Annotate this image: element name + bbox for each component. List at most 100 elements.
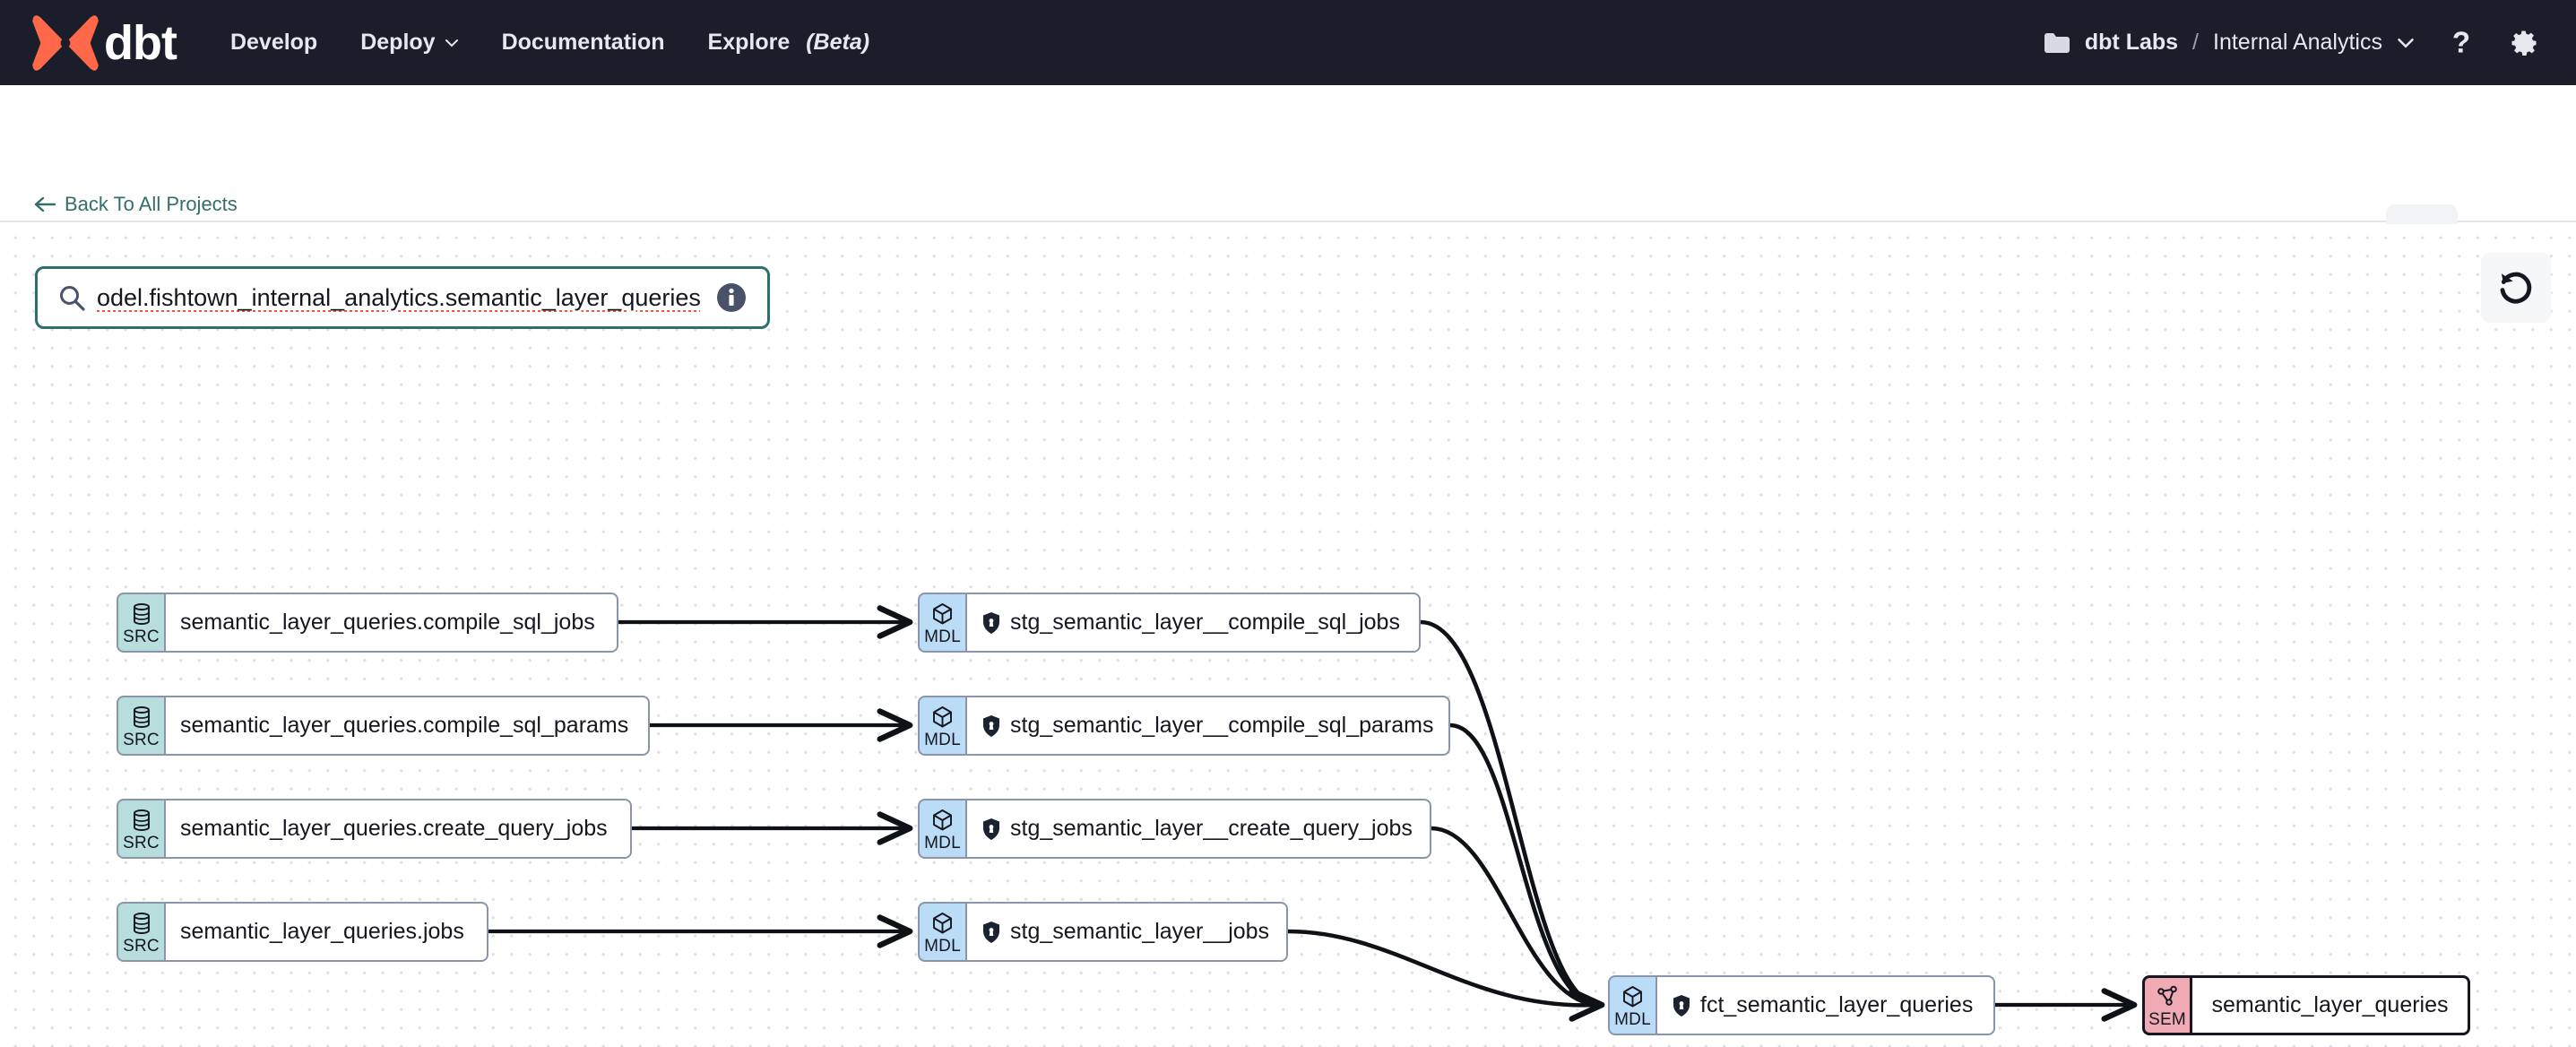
- graph-search-box[interactable]: odel.fishtown_internal_analytics.semanti…: [35, 266, 770, 329]
- lineage-node-mdl-stg-compile-sql-jobs[interactable]: MDL stg_semantic_layer__compile_sql_jobs: [918, 593, 1421, 653]
- node-type-code: MDL: [924, 627, 961, 646]
- database-cylinder-icon: [130, 601, 153, 627]
- lineage-node-src-compile-sql-jobs[interactable]: SRC semantic_layer_queries.compile_sql_j…: [117, 593, 618, 653]
- database-cylinder-icon: [130, 807, 153, 834]
- back-to-all-projects-link[interactable]: Back To All Projects: [34, 193, 238, 216]
- question-mark-icon[interactable]: ?: [2445, 27, 2477, 59]
- lineage-node-mdl-stg-create-query-jobs[interactable]: MDL stg_semantic_layer__create_query_job…: [918, 799, 1431, 859]
- page-subheader: Back To All Projects Internal Analytics: [0, 85, 2576, 276]
- node-body: stg_semantic_layer__jobs: [965, 902, 1288, 962]
- private-shield-icon: [983, 714, 999, 737]
- node-body: semantic_layer_queries.jobs: [164, 902, 488, 962]
- primary-nav: Develop Deploy Documentation Explore (Be…: [230, 30, 869, 56]
- node-body: semantic_layer_queries.compile_sql_jobs: [164, 593, 618, 653]
- node-type-code: SRC: [123, 833, 160, 852]
- node-label: stg_semantic_layer__create_query_jobs: [1010, 816, 1413, 841]
- node-type-badge-mdl: MDL: [1608, 975, 1655, 1035]
- nav-item-documentation[interactable]: Documentation: [502, 30, 665, 56]
- node-type-badge-src: SRC: [117, 902, 164, 962]
- nav-label-explore: Explore: [707, 30, 791, 55]
- dbt-logo-icon: [32, 14, 99, 71]
- svg-text:?: ?: [2452, 27, 2470, 59]
- lineage-node-src-jobs[interactable]: SRC semantic_layer_queries.jobs: [117, 902, 488, 962]
- nav-right-cluster: dbt Labs / Internal Analytics ?: [2044, 27, 2540, 59]
- breadcrumb-project[interactable]: Internal Analytics: [2213, 30, 2382, 55]
- lineage-node-src-create-query-jobs[interactable]: SRC semantic_layer_queries.create_query_…: [117, 799, 632, 859]
- cube-icon: [930, 807, 955, 834]
- private-shield-icon: [983, 611, 999, 634]
- node-label: semantic_layer_queries: [2211, 992, 2449, 1017]
- node-body: stg_semantic_layer__create_query_jobs: [965, 799, 1431, 859]
- reset-view-button[interactable]: [2481, 253, 2551, 323]
- node-label: semantic_layer_queries.create_query_jobs: [180, 816, 608, 841]
- node-label: semantic_layer_queries.compile_sql_jobs: [180, 610, 595, 635]
- info-icon[interactable]: [715, 281, 748, 314]
- search-icon: [60, 286, 85, 311]
- nav-label-explore-beta: (Beta): [806, 30, 870, 55]
- node-body: stg_semantic_layer__compile_sql_jobs: [965, 593, 1421, 653]
- gear-icon[interactable]: [2508, 27, 2540, 59]
- search-input[interactable]: odel.fishtown_internal_analytics.semanti…: [97, 284, 706, 312]
- back-link-label: Back To All Projects: [65, 193, 238, 215]
- folder-icon: [2044, 32, 2070, 53]
- arrow-left-icon: [34, 196, 56, 212]
- node-type-code: MDL: [924, 936, 961, 956]
- node-label: stg_semantic_layer__compile_sql_params: [1010, 713, 1434, 738]
- semantic-graph-icon: [2156, 983, 2180, 1010]
- node-label: stg_semantic_layer__compile_sql_jobs: [1010, 610, 1400, 635]
- node-type-badge-src: SRC: [117, 799, 164, 859]
- dbt-logo-text: dbt: [104, 15, 177, 70]
- node-type-code: SRC: [123, 627, 160, 646]
- node-type-badge-src: SRC: [117, 696, 164, 756]
- node-type-code: SRC: [123, 936, 160, 956]
- node-type-code: SRC: [123, 730, 160, 749]
- lineage-node-sem-semantic-layer-queries[interactable]: SEM semantic_layer_queries: [2142, 975, 2470, 1035]
- chevron-down-icon[interactable]: [2397, 34, 2415, 52]
- nav-item-deploy[interactable]: Deploy: [360, 30, 458, 56]
- breadcrumb-org[interactable]: dbt Labs: [2084, 30, 2179, 55]
- nav-item-explore[interactable]: Explore (Beta): [708, 30, 870, 56]
- node-type-code: MDL: [924, 730, 961, 749]
- node-type-badge-mdl: MDL: [918, 902, 965, 962]
- lineage-node-mdl-stg-jobs[interactable]: MDL stg_semantic_layer__jobs: [918, 902, 1288, 962]
- node-body: semantic_layer_queries.compile_sql_param…: [164, 696, 650, 756]
- node-type-badge-src: SRC: [117, 593, 164, 653]
- node-type-code: SEM: [2148, 1009, 2186, 1029]
- lineage-nodes: SRC semantic_layer_queries.compile_sql_j…: [0, 224, 2576, 1047]
- node-type-code: MDL: [924, 833, 961, 852]
- private-shield-icon: [983, 818, 999, 840]
- dbt-logo[interactable]: dbt: [30, 13, 177, 73]
- top-navigation-bar: dbt Develop Deploy Documentation Explore…: [0, 0, 2576, 85]
- private-shield-icon: [983, 921, 999, 943]
- nav-label-documentation: Documentation: [501, 30, 665, 55]
- nav-label-deploy: Deploy: [360, 30, 436, 55]
- node-body: stg_semantic_layer__compile_sql_params: [965, 696, 1450, 756]
- node-type-code: MDL: [1614, 1009, 1651, 1029]
- breadcrumb: dbt Labs / Internal Analytics: [2044, 30, 2415, 56]
- reset-rotate-ccw-icon: [2500, 272, 2532, 304]
- lineage-node-mdl-fct-semantic-layer-queries[interactable]: MDL fct_semantic_layer_queries: [1608, 975, 1995, 1035]
- lineage-canvas[interactable]: SRC semantic_layer_queries.compile_sql_j…: [0, 224, 2576, 1047]
- node-body: semantic_layer_queries: [2190, 975, 2470, 1035]
- node-type-badge-mdl: MDL: [918, 799, 965, 859]
- database-cylinder-icon: [130, 910, 153, 937]
- private-shield-icon: [1673, 994, 1690, 1017]
- lineage-node-mdl-stg-compile-sql-params[interactable]: MDL stg_semantic_layer__compile_sql_para…: [918, 696, 1450, 756]
- node-label: semantic_layer_queries.compile_sql_param…: [180, 713, 629, 738]
- node-body: fct_semantic_layer_queries: [1655, 975, 1995, 1035]
- node-type-badge-sem: SEM: [2142, 975, 2190, 1035]
- nav-item-develop[interactable]: Develop: [230, 30, 317, 56]
- node-type-badge-mdl: MDL: [918, 593, 965, 653]
- node-body: semantic_layer_queries.create_query_jobs: [164, 799, 632, 859]
- lineage-node-src-compile-sql-params[interactable]: SRC semantic_layer_queries.compile_sql_p…: [117, 696, 650, 756]
- node-label: stg_semantic_layer__jobs: [1010, 919, 1270, 944]
- node-label: semantic_layer_queries.jobs: [180, 919, 464, 944]
- cube-icon: [930, 601, 955, 627]
- database-cylinder-icon: [130, 704, 153, 731]
- breadcrumb-separator: /: [2192, 30, 2199, 55]
- cube-icon: [930, 704, 955, 731]
- node-label: fct_semantic_layer_queries: [1700, 992, 1974, 1017]
- chevron-down-icon: [445, 39, 458, 47]
- cube-icon: [1621, 983, 1645, 1010]
- node-type-badge-mdl: MDL: [918, 696, 965, 756]
